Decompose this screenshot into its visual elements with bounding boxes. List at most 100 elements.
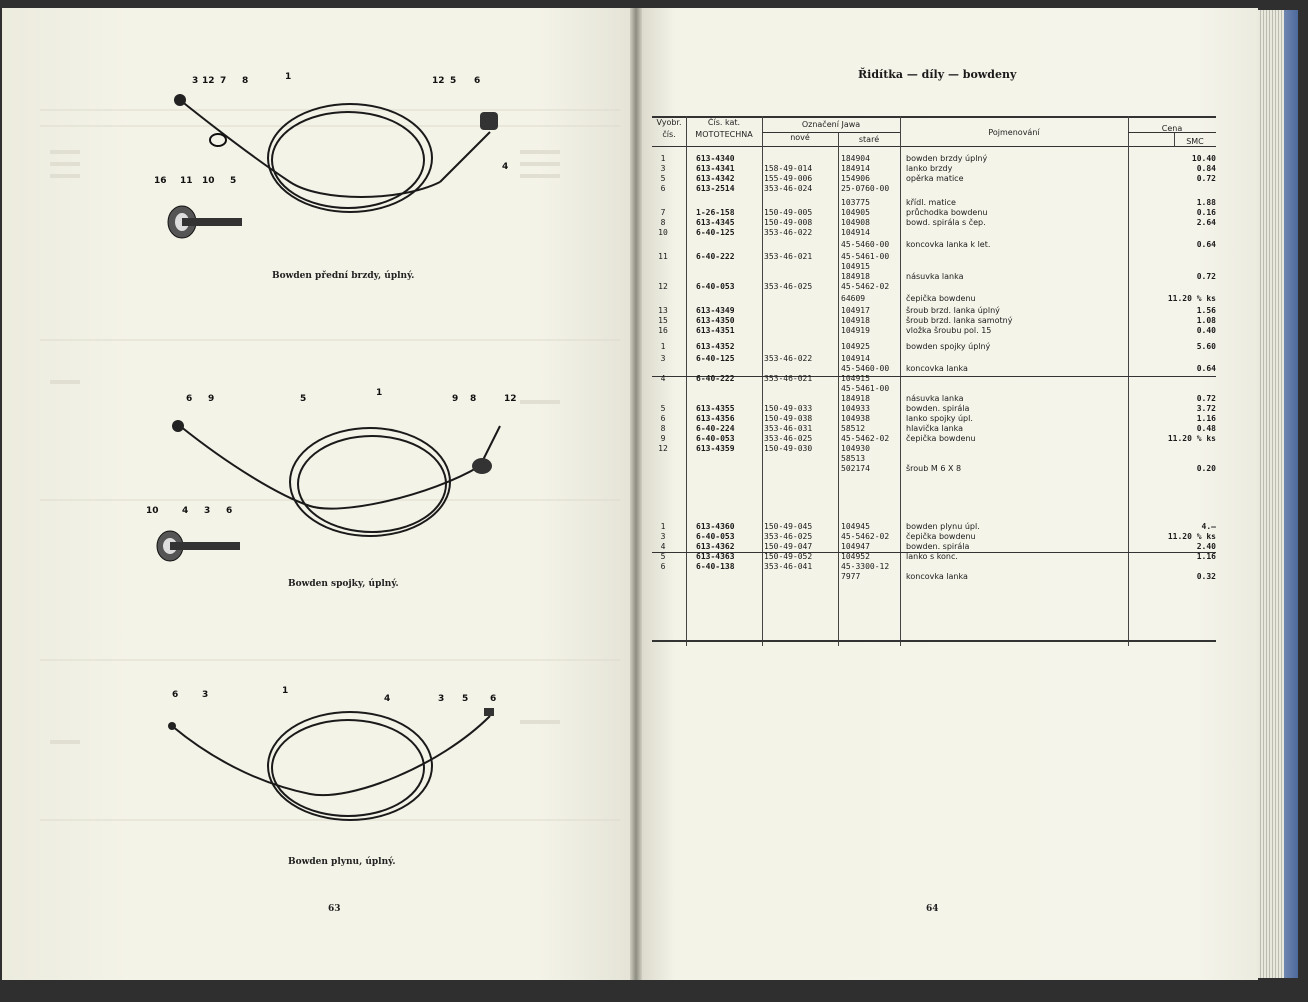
cell-price: 1.16 — [1196, 552, 1216, 561]
cell-name: čepička bowdenu — [906, 294, 976, 303]
cell-cat: 613-4362 — [696, 542, 735, 551]
callout-6: 6 — [474, 76, 481, 86]
cell-old: 104933 — [841, 404, 870, 413]
figure-front-brake-cable: 3 12 7 8 1 12 5 6 4 16 11 10 5 — [140, 72, 520, 272]
cell-name: šroub brzd. lanka úplný — [906, 306, 1000, 315]
callout-10: 10 — [146, 506, 159, 516]
cell-new: 353-46-025 — [764, 532, 813, 541]
cell-cat: 613-4342 — [696, 174, 735, 183]
hdr-jawa-new: nové — [790, 133, 810, 142]
cell-price: 0.40 — [1196, 326, 1216, 335]
cell-price: 0.72 — [1196, 174, 1216, 183]
callout-6: 6 — [172, 690, 179, 700]
callout-5b: 5 — [230, 176, 237, 186]
cell-pos: 11 — [658, 252, 668, 261]
cell-pos: 1 — [660, 154, 666, 163]
front-brake-cable-drawing — [167, 94, 498, 239]
cell-price: 0.20 — [1196, 464, 1216, 473]
cell-cat: 613-4352 — [696, 342, 735, 351]
cell-name: opěrka matice — [906, 174, 964, 183]
cell-new: 353-46-031 — [764, 424, 813, 433]
cell-pos: 3 — [660, 164, 666, 173]
callout-8: 8 — [242, 76, 249, 86]
cell-pos: 4 — [660, 374, 666, 383]
cell-new: 353-46-025 — [764, 434, 813, 443]
cell-price: 11.20 % ks — [1167, 434, 1216, 443]
callout-5: 5 — [450, 76, 457, 86]
figure-throttle-cable: 6 3 1 4 3 5 6 — [160, 686, 510, 846]
book-cover-edge — [1284, 10, 1298, 978]
cell-cat: 613-4351 — [696, 326, 735, 335]
cell-pos: 12 — [658, 444, 668, 453]
cell-price: 11.20 % ks — [1167, 532, 1216, 541]
cell-name: lanko spojky úpl. — [906, 414, 973, 423]
cell-old: 104947 — [841, 542, 870, 551]
cell-cat: 613-4345 — [696, 218, 735, 227]
cell-price: 4.— — [1201, 522, 1216, 531]
cell-old: 104925 — [841, 342, 870, 351]
caption-clutch: Bowden spojky, úplný. — [288, 579, 399, 589]
callout-4: 4 — [182, 506, 189, 516]
cell-old: 103775 — [841, 198, 870, 207]
cell-pos: 6 — [660, 184, 666, 193]
cell-cat: 613-4350 — [696, 316, 735, 325]
cell-price: 0.84 — [1196, 164, 1216, 173]
cell-cat: 6-40-053 — [696, 282, 735, 291]
cell-new: 353-46-022 — [764, 228, 813, 237]
cell-name: lanko brzdy — [906, 164, 953, 173]
cell-old: 45-5462-02 — [841, 282, 890, 291]
cell-pos: 4 — [660, 542, 666, 551]
cell-old: 45-3300-12 — [841, 562, 890, 571]
callout-10: 10 — [202, 176, 215, 186]
hdr-cat-2: MOTOTECHNA — [695, 130, 753, 139]
cell-price: 1.88 — [1196, 198, 1216, 207]
cell-cat: 6-40-222 — [696, 252, 735, 261]
cell-name: čepička bowdenu — [906, 434, 976, 443]
cell-cat: 6-40-053 — [696, 434, 735, 443]
group-rule-2 — [652, 552, 1216, 553]
cell-price: 3.72 — [1196, 404, 1216, 413]
callout-6b: 6 — [226, 506, 233, 516]
cell-old: 104952 — [841, 552, 870, 561]
cell-old: 184918 — [841, 272, 870, 281]
cell-price: 0.64 — [1196, 240, 1216, 249]
clutch-cable-drawing — [156, 420, 501, 562]
cell-name: koncovka lanka — [906, 572, 968, 581]
col-rule-6 — [1174, 132, 1175, 146]
cell-new: 150-49-045 — [764, 522, 813, 531]
page-edges — [1258, 10, 1288, 978]
hdr-jawa: Označení Jawa — [801, 120, 861, 129]
cell-old: 45-5460-00 — [841, 364, 890, 373]
callout-12: 12 — [504, 394, 517, 404]
cell-old: 104915 — [841, 262, 870, 271]
left-page — [2, 8, 634, 980]
cell-pos: 3 — [660, 532, 666, 541]
cell-old: 45-5461-00 — [841, 384, 890, 393]
cell-cat: 6-40-224 — [696, 424, 735, 433]
cell-cat: 613-4340 — [696, 154, 735, 163]
cell-price: 0.72 — [1196, 272, 1216, 281]
cell-pos: 6 — [660, 414, 666, 423]
callout-3: 3 — [192, 76, 199, 86]
hdr-price-unit: SMC — [1186, 137, 1204, 146]
callout-5: 5 — [300, 394, 307, 404]
callout-4: 4 — [502, 162, 509, 172]
cell-pos: 5 — [660, 174, 666, 183]
left-page-number: 63 — [328, 904, 341, 914]
cell-cat: 613-4355 — [696, 404, 735, 413]
cell-price: 10.40 — [1191, 154, 1216, 163]
cell-old: 45-5462-02 — [841, 532, 890, 541]
cell-new: 353-46-041 — [764, 562, 813, 571]
cell-name: lanko s konc. — [906, 552, 958, 561]
table-rule-bottom — [652, 640, 1216, 642]
cell-pos: 5 — [660, 552, 666, 561]
cell-cat: 613-2514 — [696, 184, 735, 193]
callout-16: 16 — [154, 176, 167, 186]
cell-cat: 613-4363 — [696, 552, 735, 561]
cell-old: 104917 — [841, 306, 870, 315]
callout-3: 3 — [204, 506, 211, 516]
callout-12b: 12 — [432, 76, 445, 86]
cell-new: 150-49-005 — [764, 208, 813, 217]
parts-table: Vyobr. čís. Čís. kat. MOTOTECHNA Označen… — [652, 116, 1216, 646]
cell-old: 58512 — [841, 424, 866, 433]
